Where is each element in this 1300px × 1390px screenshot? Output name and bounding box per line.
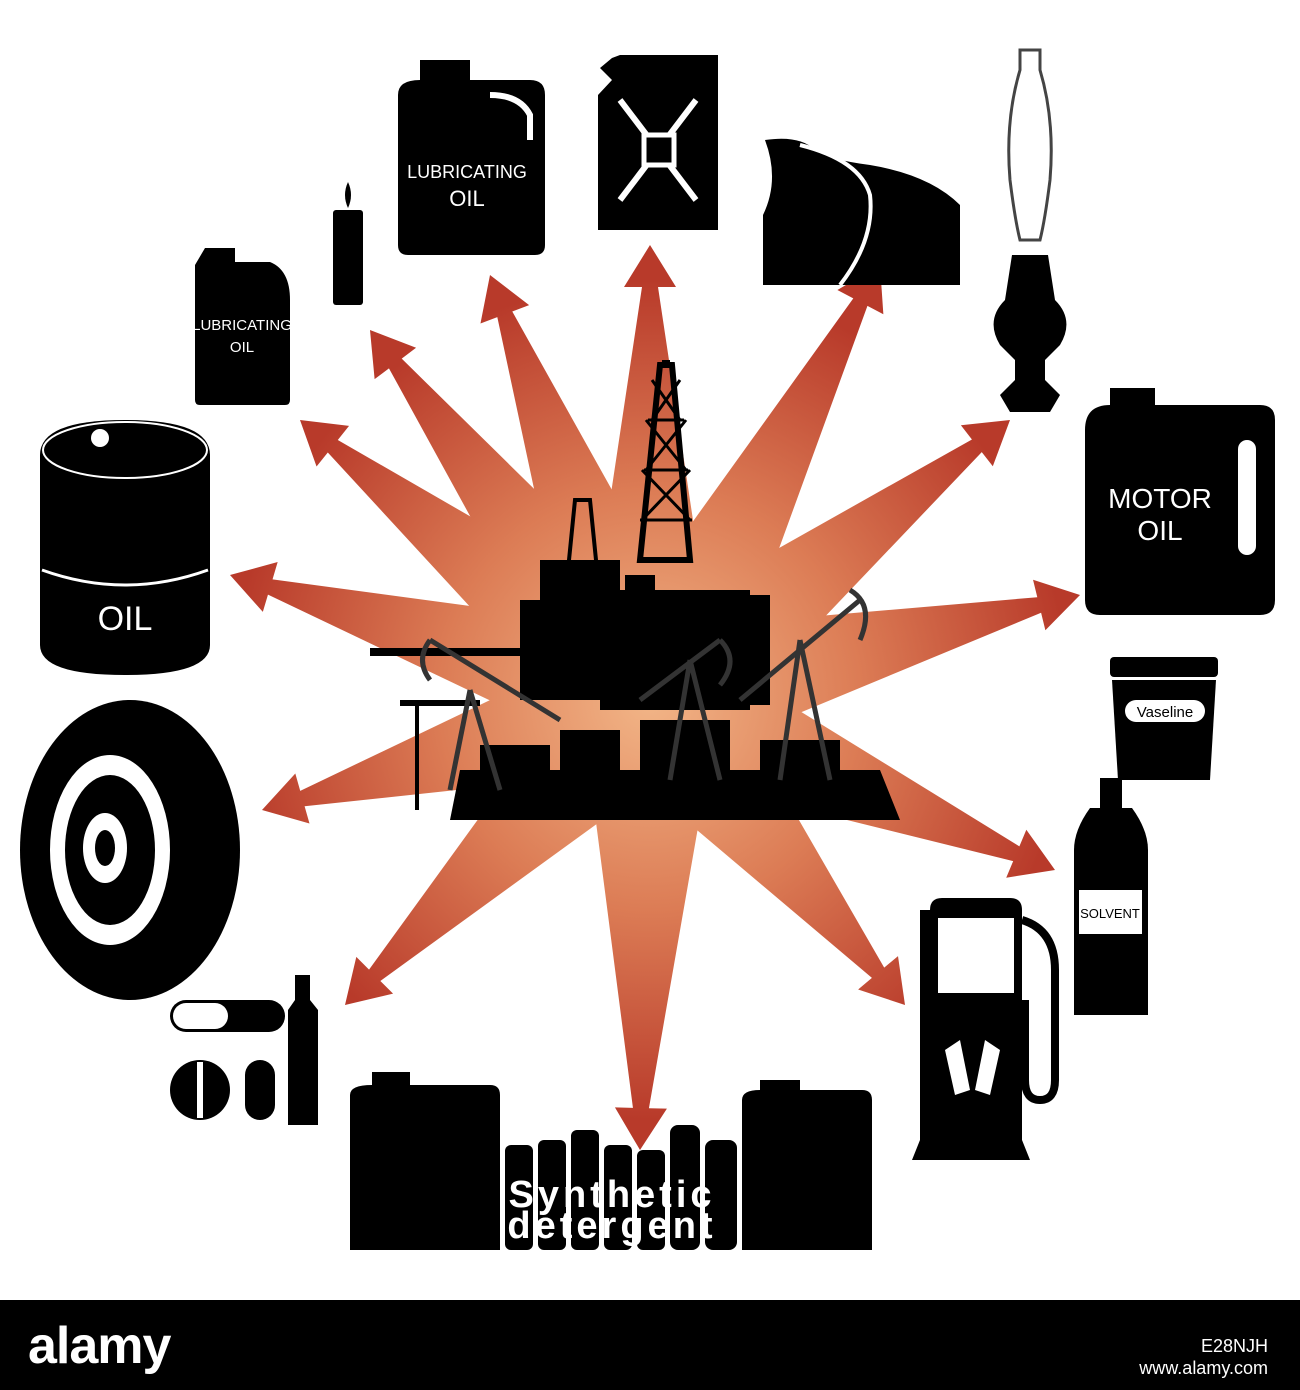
- kerosene-lamp-icon: [993, 48, 1067, 412]
- lubricating-oil-can-line2: OIL: [449, 186, 484, 211]
- solvent-label: SOLVENT: [1080, 906, 1140, 921]
- motor-oil-can-icon: MOTOR OIL: [1085, 388, 1275, 615]
- oil-barrel-label: OIL: [98, 600, 153, 638]
- jar-icon: Vaseline: [1110, 657, 1218, 780]
- motor-oil-line1: MOTOR: [1108, 483, 1212, 514]
- vaseline-label: Vaseline: [1137, 704, 1193, 721]
- pumpjack-icon: [420, 587, 869, 791]
- oil-barrel-icon: OIL: [40, 420, 210, 675]
- stock-logo: alamy: [28, 1317, 171, 1375]
- bottle-icon: SOLVENT: [1074, 778, 1148, 1015]
- lubricating-oil-small-line1: LUBRICATING: [192, 317, 292, 334]
- tire-icon: [20, 700, 240, 1000]
- lubricating-oil-bottle-icon: LUBRICATING OIL: [192, 248, 292, 405]
- candle-icon: [333, 182, 363, 305]
- lubricating-oil-small-line2: OIL: [230, 339, 254, 356]
- stock-url: www.alamy.com: [1139, 1358, 1268, 1378]
- stock-footer-bar: [0, 1300, 1300, 1390]
- stock-image-id: E28NJH: [1200, 1336, 1268, 1356]
- oil-products-diagram: LUBRICATING OIL LUBRICATING OIL MOTOR OI…: [20, 48, 1275, 1250]
- jerry-can-icon: [598, 55, 718, 230]
- synthetic-detergent-icon: Synthetic detergent: [350, 1072, 872, 1250]
- road-icon: [763, 138, 960, 287]
- motor-oil-line2: OIL: [1137, 515, 1182, 546]
- detergent-line1: Synthetic: [508, 1174, 715, 1216]
- pill-icon: [170, 975, 318, 1125]
- fuel-pump-icon: [912, 898, 1059, 1160]
- detergent-line2: detergent: [507, 1205, 716, 1247]
- canister-icon: LUBRICATING OIL: [398, 60, 545, 255]
- lubricating-oil-can-line1: LUBRICATING: [407, 162, 527, 182]
